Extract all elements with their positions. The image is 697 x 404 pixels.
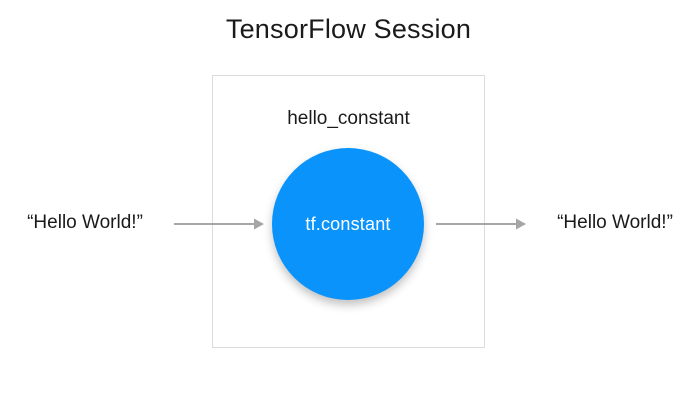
tf-constant-node-label: tf.constant	[305, 213, 391, 234]
tensor-name-label: hello_constant	[287, 108, 410, 129]
session-boundary-box	[212, 75, 485, 348]
output-value-label: “Hello World!”	[557, 212, 673, 233]
input-arrow-icon	[174, 218, 264, 230]
output-arrow-icon	[436, 218, 526, 230]
tf-constant-node: tf.constant	[272, 148, 424, 300]
page-title: TensorFlow Session	[225, 14, 472, 44]
input-value-label: “Hello World!”	[27, 212, 143, 233]
